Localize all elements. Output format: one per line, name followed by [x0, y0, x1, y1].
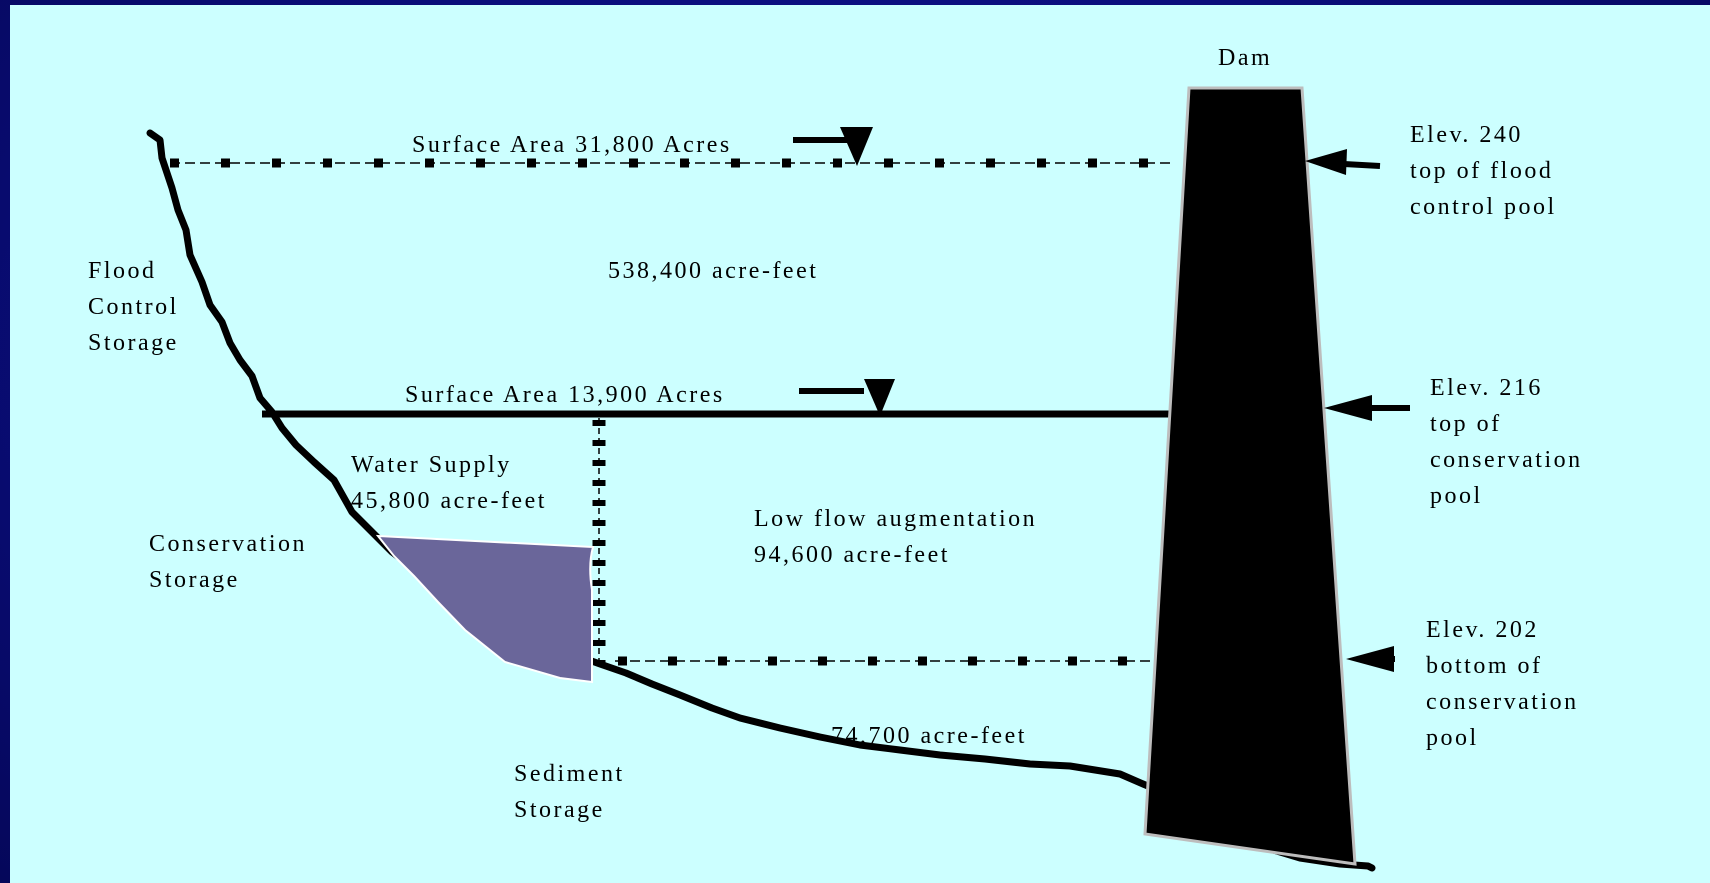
surface-area-mid-label: Surface Area 13,900 Acres: [405, 382, 725, 408]
dam-label: Dam: [1218, 45, 1273, 71]
sediment-volume-label: 74,700 acre-feet: [831, 723, 1027, 749]
elev-202-arrow-icon: [1346, 646, 1395, 672]
water-supply-region: [375, 534, 595, 684]
elev-202-label: Elev. 202 bottom of conservation pool: [1426, 617, 1579, 751]
flood-control-volume-label: 538,400 acre-feet: [608, 258, 819, 284]
low-flow-augmentation-label: Low flow augmentation 94,600 acre-feet: [754, 506, 1038, 568]
water-level-marker-mid: [799, 379, 895, 416]
sediment-storage-label: Sediment Storage: [514, 761, 625, 823]
water-level-marker-top: [793, 127, 873, 166]
elev-216-arrow-icon: [1324, 395, 1410, 421]
elev-216-label: Elev. 216 top of conservation pool: [1430, 375, 1583, 509]
flood-control-storage-label: Flood Control Storage: [88, 258, 179, 356]
dam-body: [1143, 86, 1357, 866]
water-supply-label: Water Supply 45,800 acre-feet: [351, 452, 547, 514]
surface-area-top-label: Surface Area 31,800 Acres: [412, 132, 732, 158]
conservation-storage-label: Conservation Storage: [149, 531, 307, 593]
elev-240-label: Elev. 240 top of flood control pool: [1410, 122, 1557, 220]
elev-240-arrow-icon: [1305, 149, 1381, 175]
